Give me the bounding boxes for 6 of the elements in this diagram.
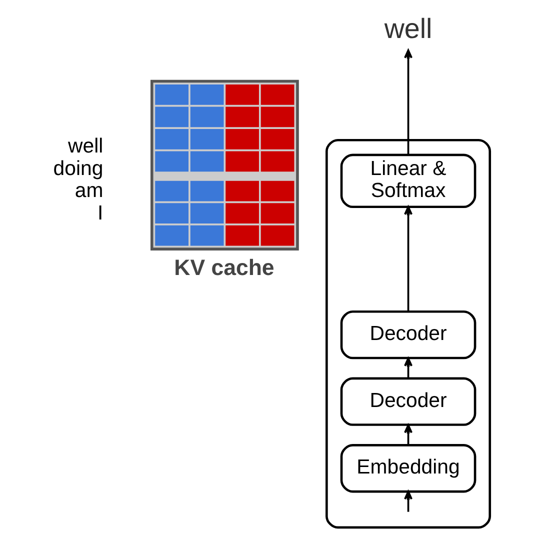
node-label: KV cache [174, 254, 274, 280]
label: doing [53, 158, 104, 180]
node-text: well [384, 13, 432, 44]
label: I [98, 202, 104, 224]
label: am [74, 180, 104, 202]
label: well [68, 136, 104, 158]
